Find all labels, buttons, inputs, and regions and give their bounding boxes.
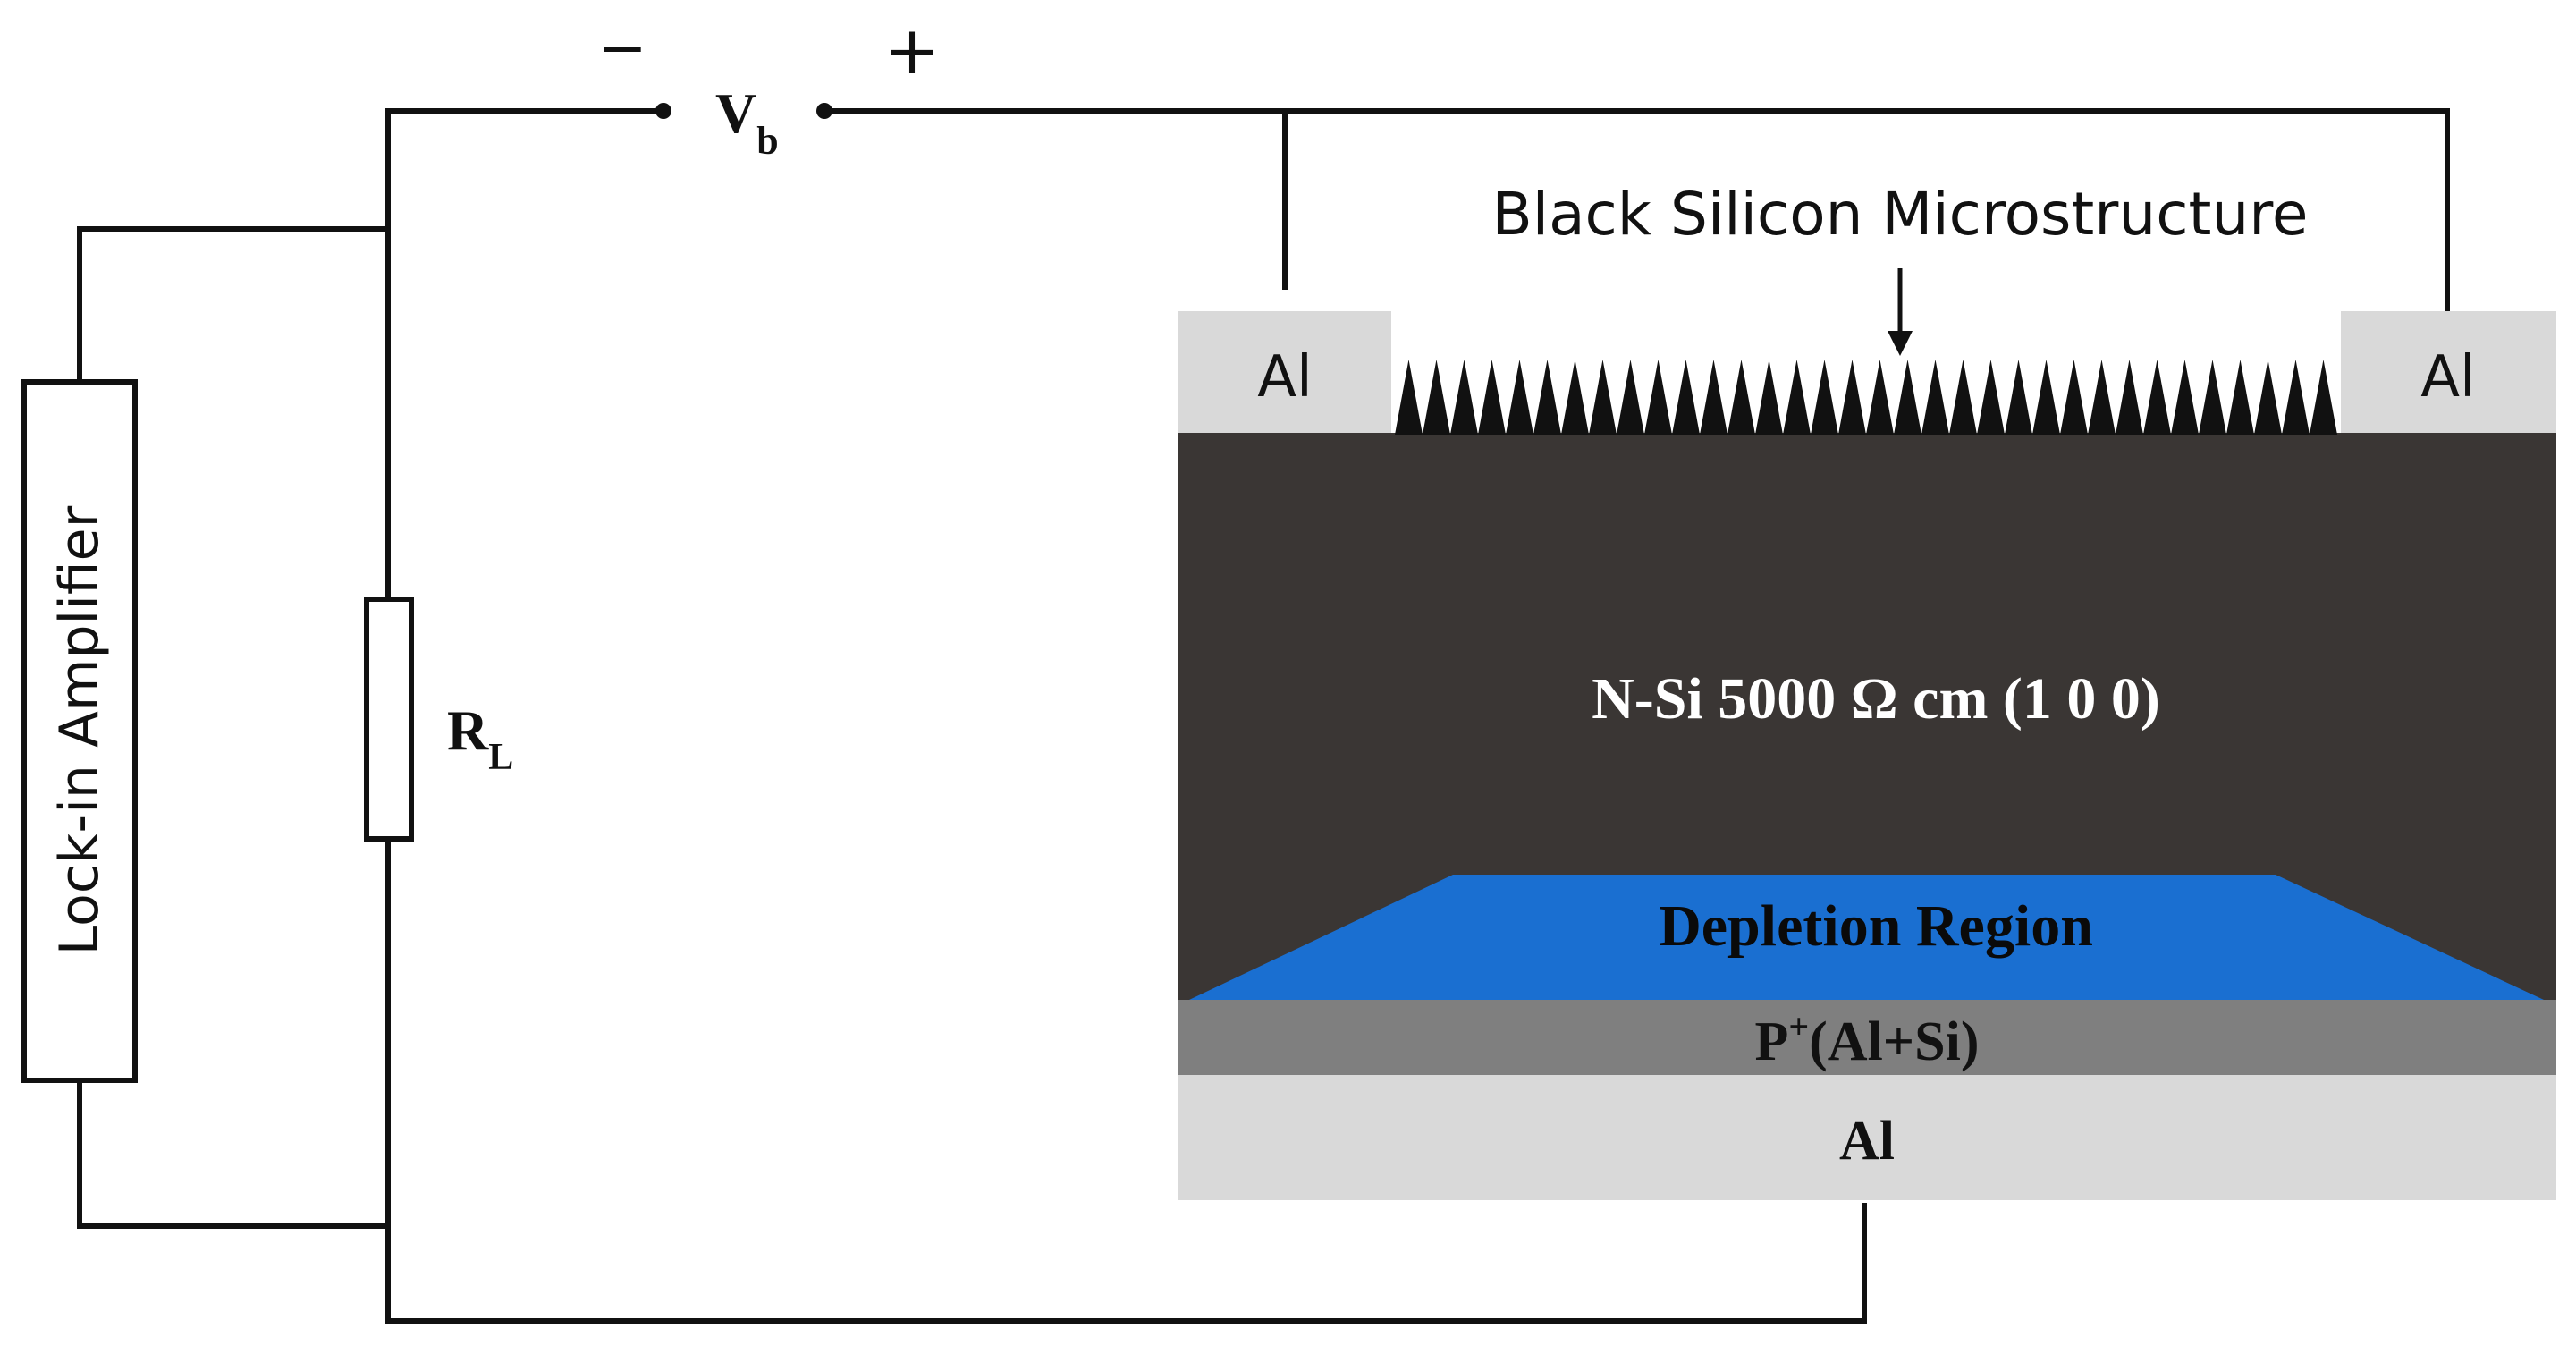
- load-resistor: [364, 597, 414, 842]
- top-aluminum-contact-left: [1178, 311, 1391, 433]
- depletion-region: [1189, 875, 2544, 1000]
- microstructure-arrow-head: [1888, 331, 1913, 356]
- wire-amplifier-bottom: [77, 1080, 388, 1229]
- spike: [1811, 360, 1838, 435]
- bias-voltage-label: Vb: [715, 81, 779, 163]
- spike: [1589, 360, 1617, 435]
- spike: [1395, 360, 1423, 435]
- spike: [2282, 360, 2310, 435]
- spike: [1727, 360, 1755, 435]
- wire-minus-to-bottom: [385, 108, 1867, 1324]
- spike: [1617, 360, 1644, 435]
- spike: [1533, 360, 1561, 435]
- spike: [2171, 360, 2199, 435]
- back-aluminum-contact: [1178, 1075, 2556, 1200]
- spike: [2143, 360, 2171, 435]
- spike: [1478, 360, 1506, 435]
- wire-plus-to-right-contact: [824, 108, 2450, 311]
- resistor-label: RL: [447, 698, 513, 778]
- spike: [1450, 360, 1478, 435]
- lock-in-amplifier-box: [21, 379, 138, 1083]
- circuit-wires: [77, 108, 2450, 1324]
- plus-terminal: [816, 103, 832, 119]
- spike: [1700, 360, 1727, 435]
- spike: [1561, 360, 1589, 435]
- wire-amplifier-top: [77, 226, 388, 382]
- spike: [1949, 360, 1977, 435]
- spike: [1672, 360, 1700, 435]
- spike: [1755, 360, 1783, 435]
- spike: [1921, 360, 1949, 435]
- p-plus-label: P+(Al+Si): [1754, 1006, 1979, 1072]
- spike: [2310, 360, 2337, 435]
- spike: [2005, 360, 2032, 435]
- microstructure-label: Black Silicon Microstructure: [1491, 180, 2308, 249]
- top-contact-left-label: Al: [1257, 344, 1313, 410]
- p-plus-layer: [1178, 1000, 2556, 1075]
- spike: [2226, 360, 2254, 435]
- spike: [1866, 360, 1894, 435]
- spike: [2088, 360, 2116, 435]
- depletion-region-label: Depletion Region: [1659, 893, 2093, 959]
- substrate-label: N-Si 5000 Ω cm (1 0 0): [1592, 666, 2160, 732]
- top-contact-right-label: Al: [2420, 344, 2476, 410]
- spike: [1977, 360, 2005, 435]
- spike: [1423, 360, 1450, 435]
- minus-sign: −: [597, 13, 646, 82]
- spike: [2116, 360, 2143, 435]
- top-aluminum-contact-right: [2341, 311, 2556, 433]
- back-contact-label: Al: [1839, 1111, 1895, 1172]
- spike: [2060, 360, 2088, 435]
- spike: [2199, 360, 2226, 435]
- spike: [1506, 360, 1533, 435]
- spike: [1783, 360, 1811, 435]
- spike: [2254, 360, 2282, 435]
- minus-terminal: [655, 103, 671, 119]
- lock-in-amplifier-label: Lock-in Amplifier: [48, 505, 111, 955]
- black-silicon-spikes: [1395, 360, 2337, 435]
- spike: [2032, 360, 2060, 435]
- plus-sign: +: [884, 13, 940, 89]
- spike: [1644, 360, 1672, 435]
- spike: [1838, 360, 1866, 435]
- spike: [1894, 360, 1921, 435]
